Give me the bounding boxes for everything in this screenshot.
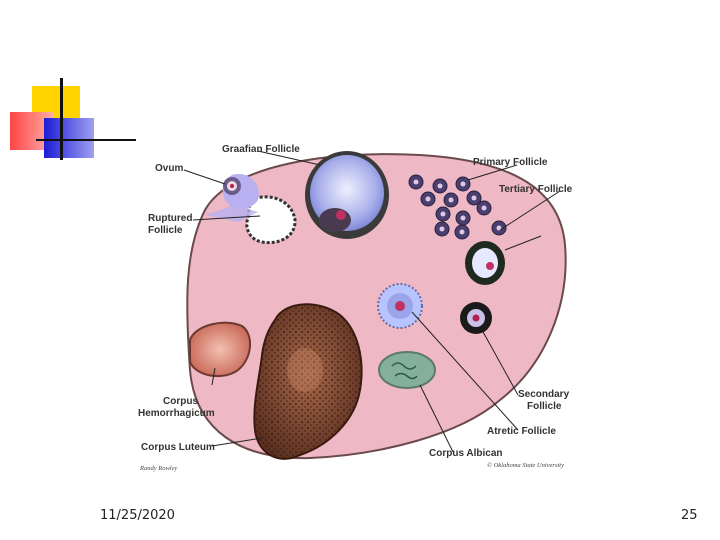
label-corpus-albican: Corpus Albican <box>429 448 503 459</box>
label-secondary-2: Follicle <box>527 401 562 412</box>
slide-page-number: 25 <box>681 508 698 523</box>
label-corpus-luteum: Corpus Luteum <box>141 442 215 453</box>
corpus-hemorrhagicum <box>190 323 250 376</box>
atretic-follicle <box>378 284 422 328</box>
secondary-follicle <box>460 302 492 334</box>
label-ruptured-1: Ruptured <box>148 213 192 224</box>
label-ruptured-2: Follicle <box>148 225 183 236</box>
label-corpus-hem-1: Corpus <box>163 396 198 407</box>
label-primary-follicle: Primary Follicle <box>473 157 548 168</box>
ovum <box>223 177 241 195</box>
credit-copyright: © Oklahoma State University <box>487 462 564 469</box>
label-atretic-follicle: Atretic Follicle <box>487 426 556 437</box>
label-tertiary-follicle: Tertiary Follicle <box>499 184 573 195</box>
credit-artist: Randy Rowley <box>139 465 177 472</box>
corpus-albican <box>379 352 435 388</box>
label-ovum: Ovum <box>155 163 183 174</box>
label-graafian-follicle: Graafian Follicle <box>222 144 300 155</box>
tertiary-follicle <box>465 241 505 285</box>
label-secondary-1: Secondary <box>518 389 570 400</box>
slide-date: 11/25/2020 <box>100 508 175 523</box>
label-corpus-hem-2: Hemorrhagicum <box>138 408 215 419</box>
